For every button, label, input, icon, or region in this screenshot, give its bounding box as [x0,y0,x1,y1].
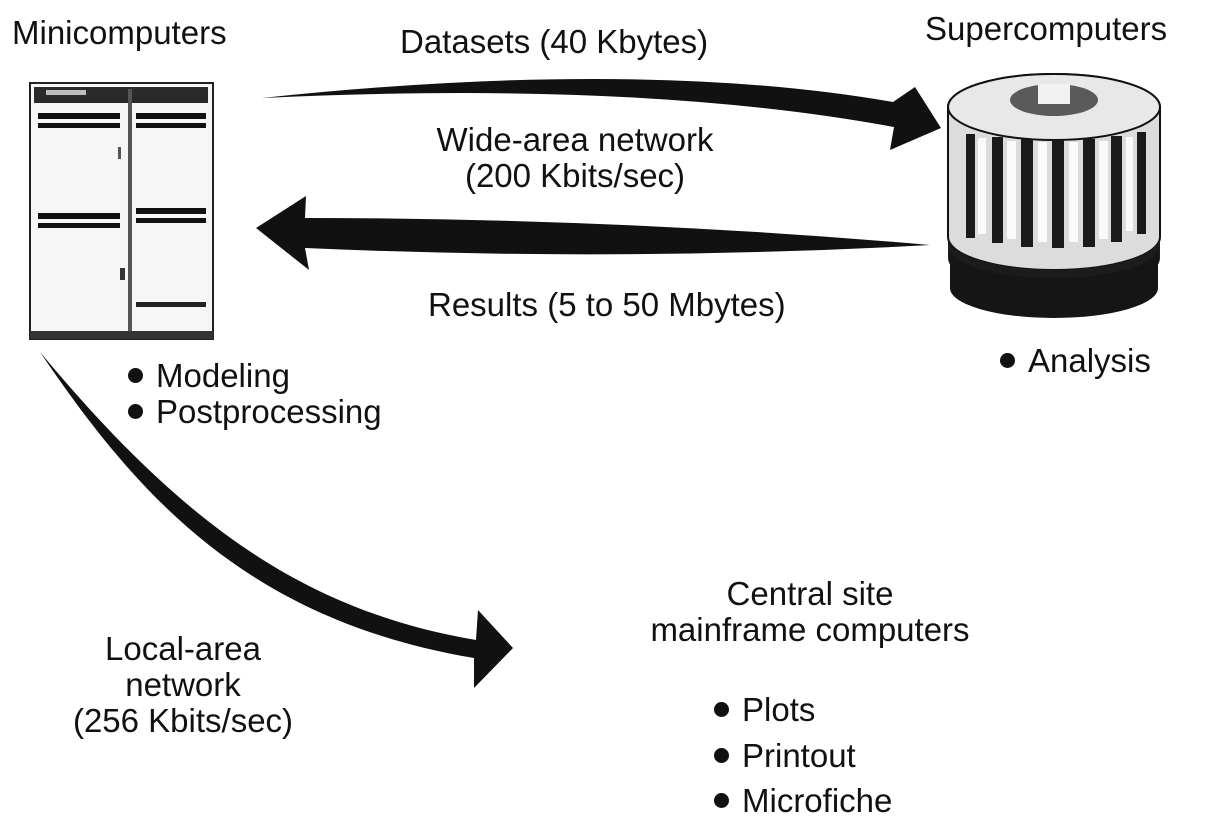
task-label: Modeling [156,357,290,394]
datasets-label: Datasets (40 Kbytes) [400,23,709,60]
list-item: Plots [714,687,892,733]
bullet-icon [714,793,729,809]
list-item: Analysis [1000,343,1151,379]
list-item: Microfiche [714,778,892,824]
minicomputer-task-list: Modeling Postprocessing [128,358,382,429]
bullet-icon [714,747,729,763]
bullet-icon [1000,353,1015,369]
bullet-icon [128,368,143,384]
bullet-icon [128,403,143,419]
mainframe-title-line2: mainframe computers [650,611,970,648]
wan-label-line1: Wide-area network [436,121,714,158]
list-item: Modeling [128,358,382,394]
lan-label-line1: Local-area [105,630,261,667]
lan-arrow [40,352,513,688]
output-label: Microfiche [742,782,893,820]
results-arrow [256,196,930,270]
output-label: Plots [742,691,816,728]
wan-label-line2: (200 Kbits/sec) [464,157,686,194]
lan-label-line3: (256 Kbits/sec) [72,702,294,739]
wan-label: Wide-area network (200 Kbits/sec) [420,123,730,192]
cray-supercomputer-icon [947,73,1161,318]
supercomputer-task-list: Analysis [1000,343,1151,379]
results-label: Results (5 to 50 Mbytes) [428,286,786,323]
minicomputer-cabinet-icon [29,82,214,340]
supercomputers-title: Supercomputers [925,10,1168,47]
bullet-icon [714,702,729,718]
lan-label: Local-area network (256 Kbits/sec) [58,632,308,737]
task-label: Analysis [1028,342,1151,379]
mainframe-title-line1: Central site [726,575,894,612]
list-item: Postprocessing [128,392,382,430]
lan-label-line2: network [125,666,241,703]
datasets-arrow [262,78,941,150]
minicomputers-title: Minicomputers [12,14,227,51]
mainframe-output-list: Plots Printout Microfiche [714,687,892,824]
list-item: Printout [714,733,892,779]
output-label: Printout [742,736,856,774]
task-label: Postprocessing [156,392,382,430]
mainframe-title: Central site mainframe computers [600,577,1020,646]
